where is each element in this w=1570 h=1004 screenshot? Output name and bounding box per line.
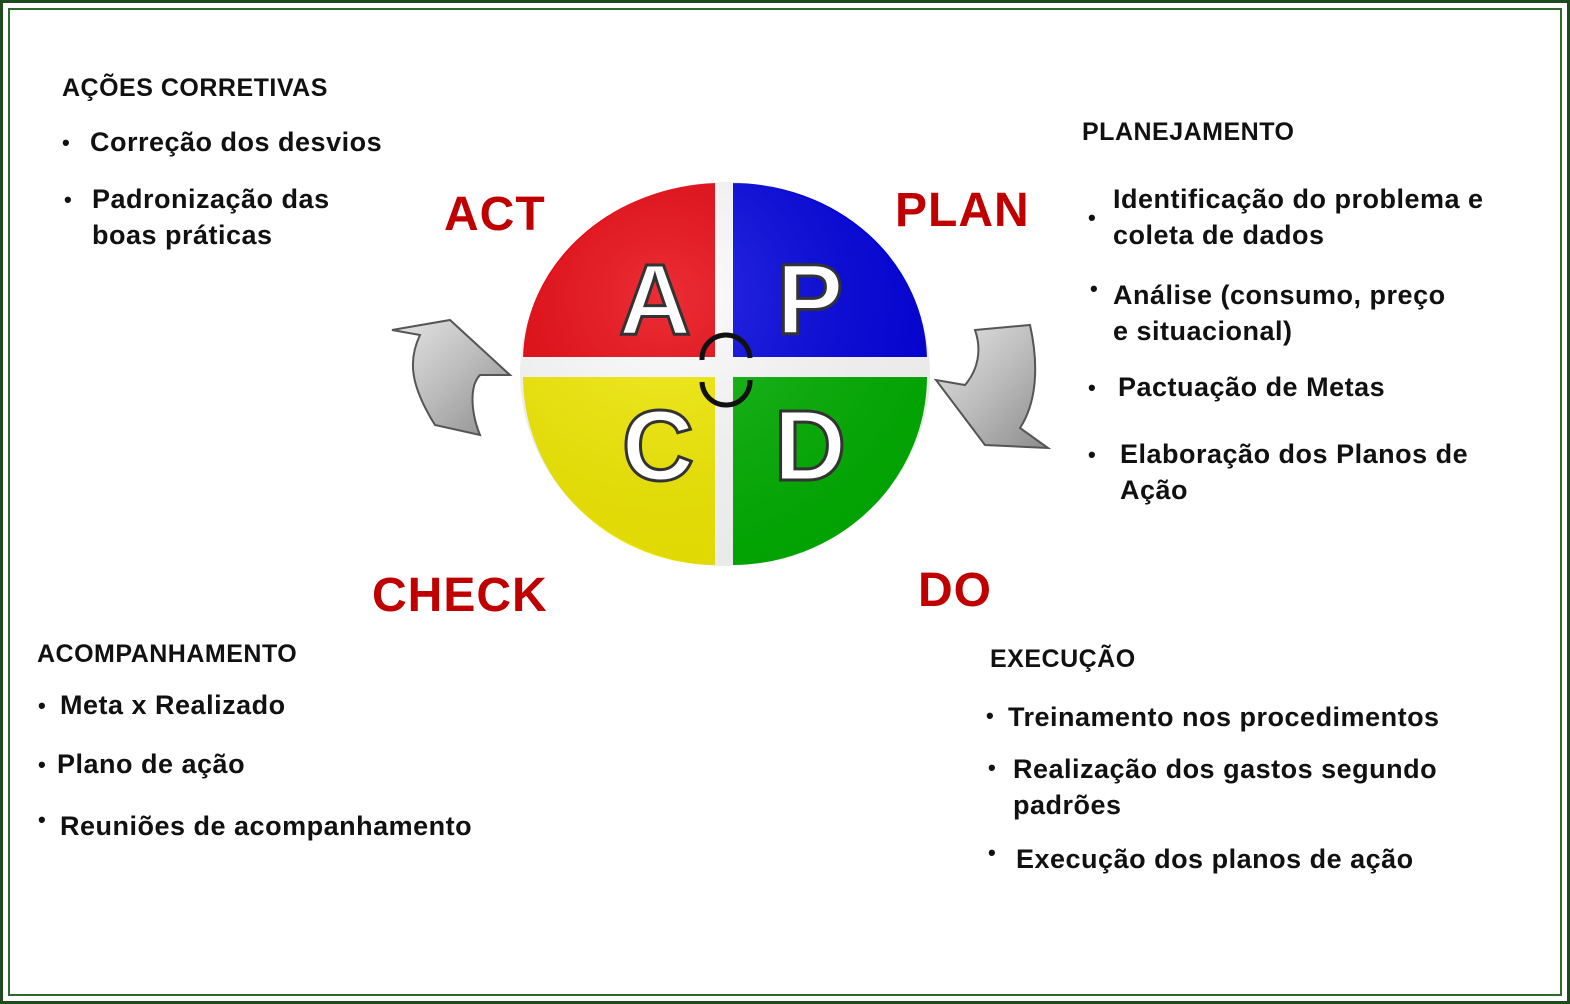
planejamento-item-coleta: coleta de dados: [1113, 220, 1325, 250]
pdca-cycle-diagram: A P C D: [391, 180, 1052, 568]
letter-a: A: [619, 244, 691, 356]
bullet-icon: •: [1090, 276, 1098, 301]
acoes-corretivas-heading: AÇÕES CORRETIVAS: [62, 74, 328, 102]
bullet-icon: •: [1088, 442, 1096, 467]
planejamento-item-analise: Análise (consumo, preço: [1113, 280, 1446, 310]
execucao-item-planos: Execução dos planos de ação: [1016, 844, 1414, 874]
phase-label-check: CHECK: [372, 569, 548, 622]
phase-label-act: ACT: [444, 188, 546, 241]
acompanhamento-heading: ACOMPANHAMENTO: [37, 640, 298, 668]
center-loop-icon: [699, 332, 753, 361]
acoes-item-boas-praticas: boas práticas: [92, 220, 273, 250]
execucao-heading: EXECUÇÃO: [990, 645, 1136, 673]
execucao-item-padroes: padrões: [1013, 790, 1122, 820]
letter-p: P: [777, 244, 844, 356]
planejamento-heading: PLANEJAMENTO: [1082, 118, 1295, 146]
execucao-item-treinamento: Treinamento nos procedimentos: [1008, 702, 1440, 732]
bullet-icon: •: [38, 807, 46, 832]
bullet-icon: •: [38, 752, 46, 777]
acompanhamento-item-plano: Plano de ação: [57, 749, 246, 779]
bullet-icon: •: [64, 187, 72, 212]
acoes-item-correcao: Correção dos desvios: [90, 127, 383, 157]
letter-c: C: [622, 390, 694, 502]
cycle-arrow-right-icon: [933, 323, 1052, 450]
phase-label-plan: PLAN: [895, 184, 1030, 237]
letter-d: D: [774, 390, 846, 502]
bullet-icon: •: [62, 130, 70, 155]
acoes-item-padronizacao: Padronização das: [92, 184, 330, 214]
cycle-arrow-left-icon: [391, 318, 513, 437]
bullet-icon: •: [988, 840, 996, 865]
inner-frame: [8, 8, 1562, 996]
wheel-shine: [520, 182, 930, 566]
planejamento-item-situacional: e situacional): [1113, 316, 1293, 346]
center-loop-lower-icon: [699, 379, 753, 408]
planejamento-item-acao: Ação: [1120, 475, 1189, 505]
planejamento-item-identificacao: Identificação do problema e: [1113, 184, 1484, 214]
acompanhamento-item-meta: Meta x Realizado: [60, 690, 286, 720]
planejamento-item-pactuacao: Pactuação de Metas: [1118, 372, 1386, 402]
execucao-item-realizacao: Realização dos gastos segundo: [1013, 754, 1438, 784]
phase-label-do: DO: [918, 564, 992, 617]
bullet-icon: •: [38, 693, 46, 718]
planejamento-item-elaboracao: Elaboração dos Planos de: [1120, 439, 1469, 469]
bullet-icon: •: [1088, 375, 1096, 400]
bullet-icon: •: [988, 755, 996, 780]
acompanhamento-item-reunioes: Reuniões de acompanhamento: [60, 811, 473, 841]
bullet-icon: •: [986, 703, 994, 728]
bullet-icon: •: [1088, 205, 1096, 230]
